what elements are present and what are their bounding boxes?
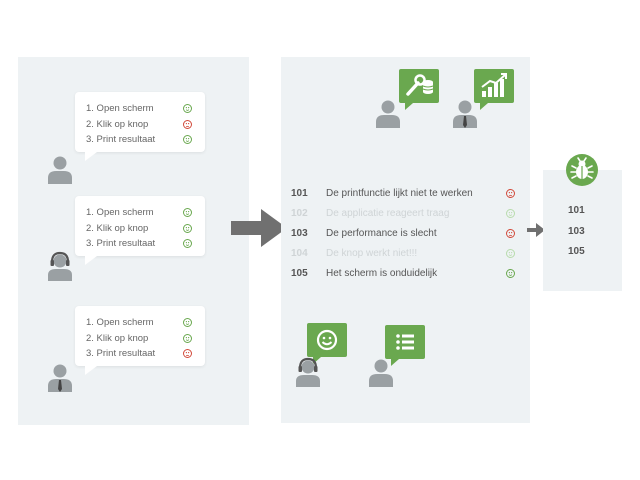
bug-id: 101	[568, 205, 585, 216]
happy-face-icon	[506, 268, 515, 278]
issue-text: Het scherm is onduidelijk	[326, 267, 438, 279]
issue-list: 101 De printfunctie lijkt niet te werken…	[291, 183, 515, 283]
business-user-avatar-icon	[48, 364, 72, 392]
bar-chart-icon	[474, 69, 514, 110]
developer-avatar-icon	[376, 100, 400, 128]
step-item: 3. Print resultaat	[86, 132, 192, 148]
feedback-bubble-1: 1. Open scherm 2. Klik op knop 3. Print …	[75, 92, 205, 161]
smiley-chat-icon	[307, 323, 347, 364]
issue-text: De applicatie reageert traag	[326, 207, 450, 219]
step-list: 1. Open scherm 2. Klik op knop 3. Print …	[86, 205, 192, 252]
happy-face-icon	[183, 223, 192, 233]
issue-text: De knop werkt niet!!!	[326, 247, 418, 259]
tools-database-icon	[399, 69, 439, 110]
happy-face-icon	[183, 318, 192, 328]
step-list: 1. Open scherm 2. Klik op knop 3. Print …	[86, 315, 192, 362]
step-item: 2. Klik op knop	[86, 221, 192, 237]
bug-icon	[566, 154, 598, 186]
step-item: 1. Open scherm	[86, 205, 192, 221]
bug-id: 103	[568, 225, 585, 237]
happy-face-icon	[183, 208, 192, 218]
step-item: 2. Klik op knop	[86, 331, 192, 347]
step-item: 3. Print resultaat	[86, 236, 192, 252]
happy-face-icon	[183, 333, 192, 343]
issue-id: 101	[291, 187, 308, 199]
bug-id-list: 101 103 105	[568, 205, 585, 267]
flow-arrow-small-icon	[527, 223, 545, 237]
issue-row: 103 De performance is slecht	[291, 223, 515, 243]
issue-id: 102	[291, 207, 308, 219]
sad-face-icon	[506, 188, 515, 198]
issue-id: 105	[291, 267, 308, 279]
happy-face-icon	[183, 104, 192, 114]
support-agent-avatar-icon	[296, 357, 320, 387]
support-agent-avatar-icon	[48, 251, 72, 281]
sad-face-icon	[183, 119, 192, 129]
feedback-bubble-2: 1. Open scherm 2. Klik op knop 3. Print …	[75, 196, 205, 265]
happy-face-icon	[506, 248, 515, 258]
issue-row: 104 De knop werkt niet!!!	[291, 243, 515, 263]
step-item: 2. Klik op knop	[86, 117, 192, 133]
happy-face-icon	[183, 239, 192, 249]
step-item: 3. Print resultaat	[86, 346, 192, 362]
step-item: 1. Open scherm	[86, 315, 192, 331]
issue-row: 102 De applicatie reageert traag	[291, 203, 515, 223]
bug-tracker-panel	[543, 170, 622, 291]
checklist-icon	[385, 325, 425, 366]
sad-face-icon	[183, 349, 192, 359]
issue-text: De printfunctie lijkt niet te werken	[326, 187, 473, 199]
flow-arrow-icon	[231, 209, 287, 247]
step-list: 1. Open scherm 2. Klik op knop 3. Print …	[86, 101, 192, 148]
issue-row: 105 Het scherm is onduidelijk	[291, 263, 515, 283]
happy-face-icon	[506, 208, 515, 218]
step-item: 1. Open scherm	[86, 101, 192, 117]
issue-row: 101 De printfunctie lijkt niet te werken	[291, 183, 515, 203]
feedback-bubble-3: 1. Open scherm 2. Klik op knop 3. Print …	[75, 306, 205, 375]
bug-id: 105	[568, 246, 585, 257]
happy-face-icon	[183, 135, 192, 145]
sad-face-icon	[506, 228, 515, 238]
issue-id: 103	[291, 227, 308, 239]
issue-id: 104	[291, 247, 308, 259]
issue-text: De performance is slecht	[326, 227, 437, 239]
user-avatar-icon	[369, 359, 393, 387]
manager-avatar-icon	[453, 100, 477, 128]
user-avatar-icon	[48, 156, 72, 184]
issue-triage-panel	[281, 57, 530, 423]
